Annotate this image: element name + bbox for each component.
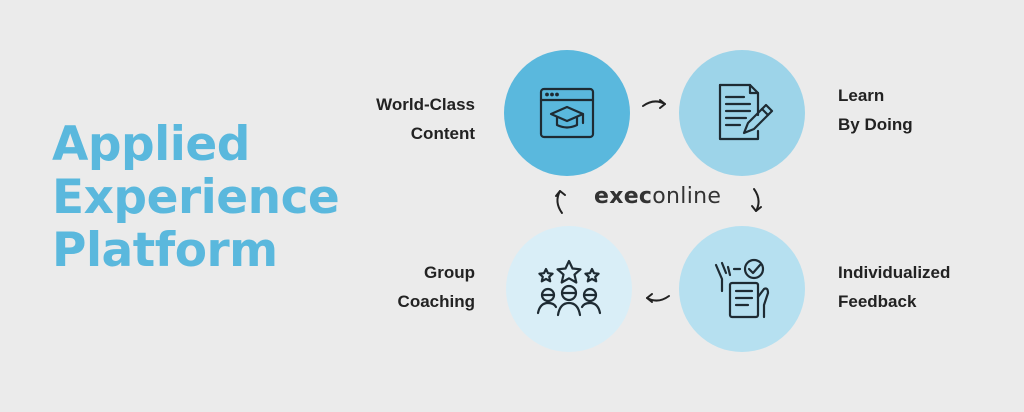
circle-group-coaching bbox=[506, 226, 632, 352]
label-learn-by-doing: Learn By Doing bbox=[838, 81, 988, 139]
arrow-up-icon bbox=[555, 190, 566, 214]
label-world-class-content: World-Class Content bbox=[340, 90, 475, 148]
logo-part-exec: exec bbox=[594, 184, 653, 209]
label-line: Content bbox=[410, 124, 475, 143]
arrow-down-icon bbox=[751, 188, 762, 212]
label-line: Coaching bbox=[397, 292, 475, 311]
label-line: Learn bbox=[838, 86, 885, 105]
label-group-coaching: Group Coaching bbox=[340, 258, 475, 316]
group-stars-icon bbox=[536, 259, 602, 317]
label-line: By Doing bbox=[838, 115, 913, 134]
arrow-left-icon bbox=[646, 293, 670, 303]
label-line: World-Class bbox=[376, 95, 475, 114]
circle-learn-by-doing bbox=[679, 50, 805, 176]
circle-individualized-feedback bbox=[679, 226, 805, 352]
arrow-right-icon bbox=[642, 99, 666, 109]
logo-part-online: online bbox=[652, 184, 722, 209]
circle-world-class-content bbox=[504, 50, 630, 176]
label-line: Feedback bbox=[838, 292, 917, 311]
title-line-2: Experience bbox=[52, 170, 340, 225]
title-line-1: Applied bbox=[52, 117, 250, 172]
browser-graduation-cap-icon bbox=[539, 87, 595, 139]
title-line-3: Platform bbox=[52, 223, 278, 278]
execonline-logo: execonline bbox=[594, 180, 724, 214]
page-title: Applied Experience Platform bbox=[52, 117, 340, 278]
hand-checklist-icon bbox=[714, 258, 770, 319]
label-individualized-feedback: Individualized Feedback bbox=[838, 258, 1008, 316]
label-line: Individualized bbox=[838, 263, 951, 282]
document-pencil-icon bbox=[718, 83, 774, 141]
label-line: Group bbox=[424, 263, 475, 282]
